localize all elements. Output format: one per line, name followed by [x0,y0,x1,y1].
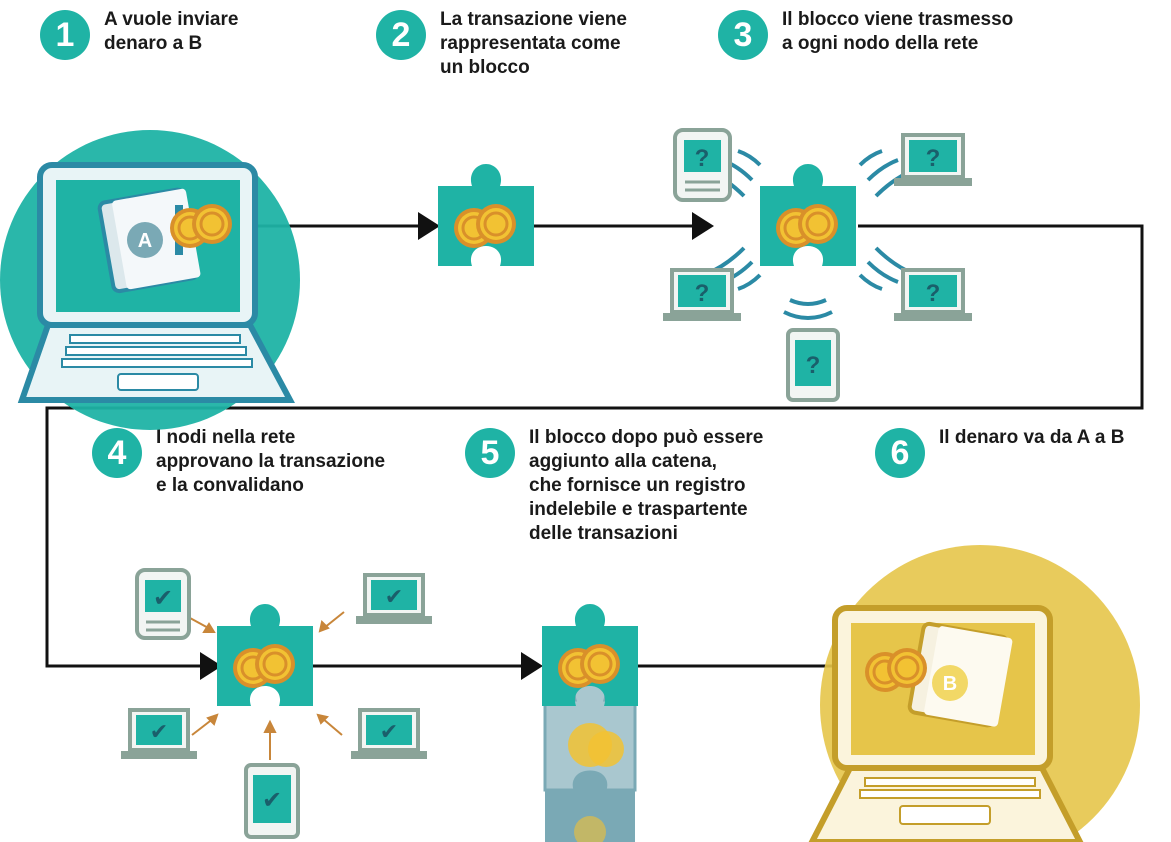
step-6-text: Il denaro va da A a B [939,427,1125,448]
svg-text:?: ? [806,352,821,379]
step-2: 2 La transazione viene rappresentata com… [376,9,627,80]
step-4: 4 I nodi nella rete approvano la transaz… [92,427,386,498]
step-6-number-badge: 6 [875,428,925,478]
step-3: 3 Il blocco viene trasmesso a ogni nodo … [718,9,1014,60]
svg-text:✔: ✔ [150,720,168,745]
node-phone-icon: ? [673,128,732,202]
step-2-number-badge: 2 [376,10,426,60]
node-laptop-icon: ✔ [356,573,432,624]
validation-cluster: ✔ ✔ ✔ ✔ [121,568,432,839]
wallet-b-label: B [943,673,957,695]
step-4-number-badge: 4 [92,428,142,478]
laptop-b-icon: B [808,545,1140,842]
svg-text:✔: ✔ [380,720,398,745]
broadcast-cluster: ? ? ? ? [663,128,972,402]
node-laptop-icon: ✔ [121,708,197,759]
broadcast-block-icon [760,164,856,266]
approval-arrows-icon [189,611,345,760]
step-5-number-badge: 5 [465,428,515,478]
svg-text:?: ? [926,280,941,307]
blockchain-chain-icon [542,604,638,842]
node-laptop-icon: ✔ [351,708,427,759]
node-tablet-icon: ? [786,328,840,402]
node-laptop-icon: ? [894,268,972,321]
step-5: 5 Il blocco dopo può essere aggiunto all… [465,427,764,546]
step-1-text: A vuole inviare denaro a B [104,9,239,54]
node-phone-icon: ✔ [135,568,191,640]
node-laptop-icon: ? [663,268,741,321]
svg-text:✔: ✔ [385,585,403,610]
arrow-3-to-4 [45,224,1144,668]
svg-text:?: ? [926,145,941,172]
svg-text:?: ? [695,280,710,307]
step-3-text: Il blocco viene trasmesso a ogni nodo de… [782,9,1014,54]
step-1: 1 A vuole inviare denaro a B [40,9,239,60]
svg-text:✔: ✔ [262,786,282,814]
step-4-text: I nodi nella rete approvano la transazio… [156,427,386,496]
svg-text:✔: ✔ [153,584,173,612]
step-6: 6 Il denaro va da A a B [875,427,1125,478]
validated-block-icon [217,604,313,706]
step-2-text: La transazione viene rappresentata come … [440,9,627,78]
step-1-number-badge: 1 [40,10,90,60]
svg-text:?: ? [695,145,710,172]
arrow-heads [200,212,870,680]
laptop-a-icon: A [0,130,300,430]
node-laptop-icon: ? [894,133,972,186]
step-3-number-badge: 3 [718,10,768,60]
node-tablet-icon: ✔ [244,763,300,839]
step-5-text: Il blocco dopo può essere aggiunto alla … [529,427,764,544]
wallet-a-label: A [138,230,152,252]
transaction-block-icon [438,164,534,266]
